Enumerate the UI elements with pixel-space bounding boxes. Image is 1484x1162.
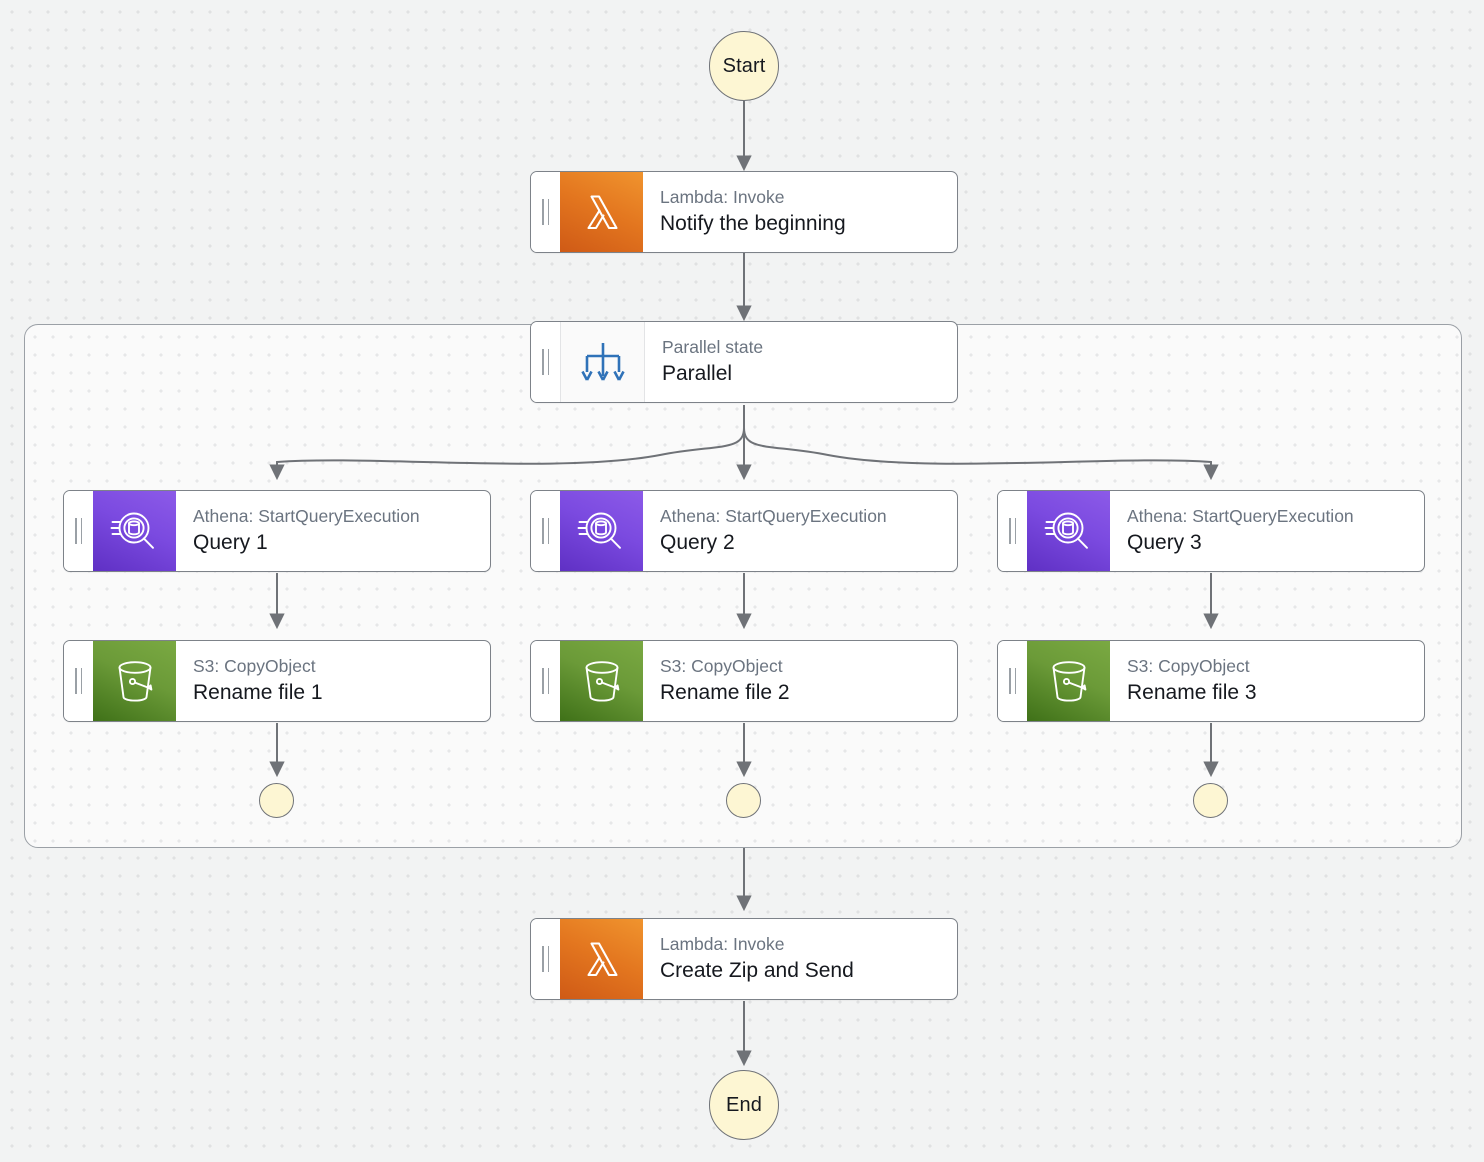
card-text: S3: CopyObject Rename file 1: [176, 641, 490, 721]
state-card-query-1[interactable]: Athena: StartQueryExecution Query 1: [63, 490, 491, 572]
s3-bucket-icon: [1027, 641, 1110, 721]
branch-end-node-1[interactable]: [259, 783, 294, 818]
state-card-create-zip-and-send[interactable]: Lambda: Invoke Create Zip and Send: [530, 918, 958, 1000]
state-type-label: S3: CopyObject: [193, 656, 316, 677]
state-type-label: Lambda: Invoke: [660, 187, 785, 208]
end-node[interactable]: End: [709, 1070, 779, 1140]
state-title-label: Create Zip and Send: [660, 958, 854, 982]
start-node[interactable]: Start: [709, 31, 779, 101]
athena-icon: [560, 491, 643, 571]
drag-handle[interactable]: [64, 491, 93, 571]
state-title-label: Query 3: [1127, 530, 1202, 554]
state-type-label: Lambda: Invoke: [660, 934, 785, 955]
state-title-label: Parallel: [662, 361, 733, 385]
branch-end-node-3[interactable]: [1193, 783, 1228, 818]
state-card-query-2[interactable]: Athena: StartQueryExecution Query 2: [530, 490, 958, 572]
state-type-label: S3: CopyObject: [1127, 656, 1250, 677]
drag-handle[interactable]: [531, 641, 560, 721]
state-type-label: Athena: StartQueryExecution: [1127, 506, 1354, 527]
card-text: Parallel state Parallel: [645, 322, 957, 402]
state-title-label: Notify the beginning: [660, 211, 846, 235]
card-text: Lambda: Invoke Notify the beginning: [643, 172, 957, 252]
state-card-notify-the-beginning[interactable]: Lambda: Invoke Notify the beginning: [530, 171, 958, 253]
s3-bucket-icon: [93, 641, 176, 721]
s3-bucket-icon: [560, 641, 643, 721]
state-title-label: Rename file 2: [660, 680, 790, 704]
drag-handle[interactable]: [531, 491, 560, 571]
athena-icon: [93, 491, 176, 571]
card-text: Athena: StartQueryExecution Query 1: [176, 491, 490, 571]
drag-handle[interactable]: [531, 172, 560, 252]
branch-end-node-2[interactable]: [726, 783, 761, 818]
card-text: Lambda: Invoke Create Zip and Send: [643, 919, 957, 999]
end-node-label: End: [726, 1093, 762, 1116]
card-text: Athena: StartQueryExecution Query 3: [1110, 491, 1424, 571]
card-text: S3: CopyObject Rename file 2: [643, 641, 957, 721]
state-title-label: Query 2: [660, 530, 735, 554]
state-card-rename-file-1[interactable]: S3: CopyObject Rename file 1: [63, 640, 491, 722]
athena-icon: [1027, 491, 1110, 571]
state-type-label: Athena: StartQueryExecution: [193, 506, 420, 527]
drag-handle[interactable]: [998, 491, 1027, 571]
drag-handle[interactable]: [64, 641, 93, 721]
drag-handle[interactable]: [531, 919, 560, 999]
state-title-label: Rename file 1: [193, 680, 323, 704]
state-card-rename-file-2[interactable]: S3: CopyObject Rename file 2: [530, 640, 958, 722]
state-type-label: Athena: StartQueryExecution: [660, 506, 887, 527]
state-card-rename-file-3[interactable]: S3: CopyObject Rename file 3: [997, 640, 1425, 722]
lambda-icon: [560, 919, 643, 999]
drag-handle[interactable]: [998, 641, 1027, 721]
state-title-label: Rename file 3: [1127, 680, 1257, 704]
parallel-split-icon: [560, 322, 645, 402]
card-text: S3: CopyObject Rename file 3: [1110, 641, 1424, 721]
state-type-label: Parallel state: [662, 337, 764, 358]
start-node-label: Start: [722, 54, 766, 77]
card-text: Athena: StartQueryExecution Query 2: [643, 491, 957, 571]
state-card-query-3[interactable]: Athena: StartQueryExecution Query 3: [997, 490, 1425, 572]
lambda-icon: [560, 172, 643, 252]
state-card-parallel[interactable]: Parallel state Parallel: [530, 321, 958, 403]
state-type-label: S3: CopyObject: [660, 656, 783, 677]
drag-handle[interactable]: [531, 322, 560, 402]
state-title-label: Query 1: [193, 530, 268, 554]
